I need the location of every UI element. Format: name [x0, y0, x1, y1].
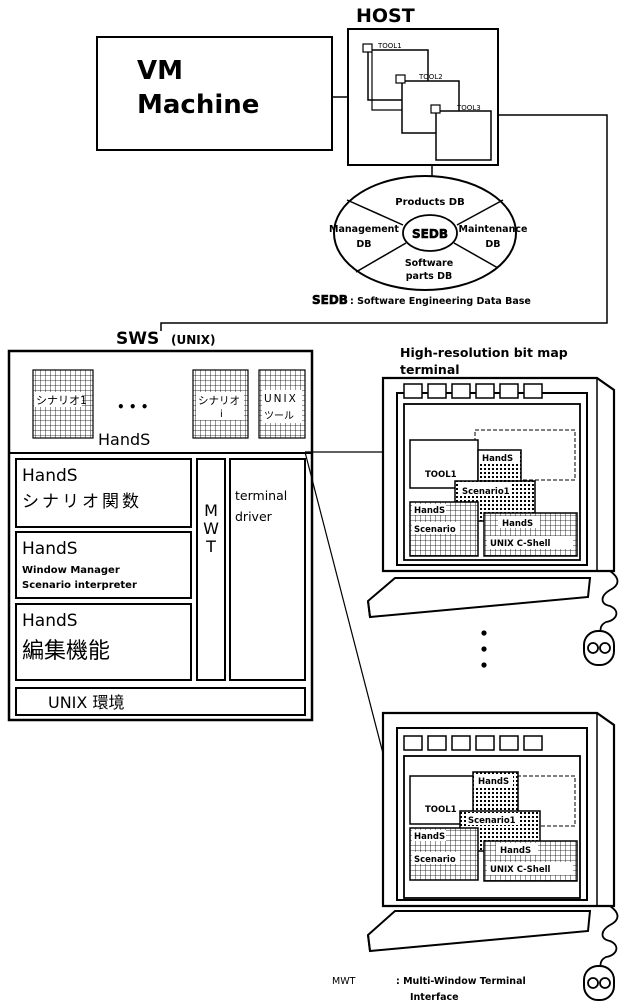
sedb-legend-text: : Software Engineering Data Base [350, 296, 531, 307]
vm-line1: VM [137, 56, 183, 86]
scenario-i-label: シナリオ [198, 395, 240, 407]
terminal-2: TOOL1 HandS Scenario1 HandS Scenario Han… [368, 713, 618, 1000]
unix-tool-l2: ツール [264, 411, 294, 422]
vm-line2: Machine [137, 90, 259, 120]
ellipsis-dot-2 [481, 646, 486, 651]
db-maintenance-l2: DB [485, 239, 500, 250]
module2-l1: HandS [22, 539, 78, 559]
db-maintenance-l1: Maintenance [459, 224, 528, 235]
t2-hands3-label: HandS [500, 846, 531, 856]
mwt-legend-l2: Interface [410, 992, 459, 1003]
module1-l1: HandS [22, 466, 78, 486]
tool2-icon [396, 75, 405, 83]
tool1-icon [363, 44, 372, 52]
t2-scenario1-label: Scenario1 [468, 816, 516, 826]
tool1-label: TOOL1 [377, 42, 402, 50]
module2-l3: Scenario interpreter [22, 580, 137, 591]
sedb-core-label: SEDB [412, 227, 448, 241]
tool3-label: TOOL3 [456, 104, 481, 112]
scenario-i-sub: i [220, 409, 223, 420]
terminal-driver-l1: terminal [235, 488, 287, 503]
unix-tool-l1: UNIX [264, 393, 298, 405]
keyboard-1 [368, 578, 590, 617]
unix-env-label: UNIX 環境 [48, 693, 124, 712]
tool3-window [436, 111, 491, 160]
module2-l2: Window Manager [22, 565, 120, 576]
tool2-label: TOOL2 [418, 73, 443, 81]
scenario1-label: シナリオ1 [36, 394, 87, 407]
t1-hands1-label: HandS [482, 454, 513, 464]
t1-scenario1-label: Scenario1 [462, 487, 510, 497]
terminal-title-l2: terminal [400, 362, 460, 377]
sedb-legend-abbr: SEDB [312, 293, 348, 307]
ellipsis-dot-1 [481, 630, 486, 635]
mwt-box [197, 459, 225, 680]
t2-tool1-label: TOOL1 [425, 805, 457, 815]
mwt-w: W [203, 519, 219, 538]
db-software-l1: Software [405, 258, 453, 269]
sws-subtitle: (UNIX) [171, 333, 215, 347]
t2-scenario-label: Scenario [414, 855, 456, 865]
module3-l1: HandS [22, 611, 78, 631]
terminal-driver-l2: driver [235, 509, 273, 524]
host-title: HOST [356, 5, 415, 27]
mouse-1-cable [601, 571, 618, 636]
t1-tool1-label: TOOL1 [425, 470, 457, 480]
terminal-title-l1: High-resolution bit map [400, 345, 568, 360]
tool3-icon [431, 105, 440, 113]
t1-hands2-label: HandS [414, 506, 445, 516]
scenario-ellipsis: • • • [117, 400, 148, 414]
mwt-legend-abbr: MWT [332, 976, 356, 987]
t1-cshell-label: UNIX C-Shell [490, 539, 551, 549]
mwt-legend-l1: : Multi-Window Terminal [396, 976, 526, 987]
module3-l2: 編集機能 [22, 639, 110, 664]
t1-hands3-label: HandS [502, 519, 533, 529]
sws-title: SWS [116, 329, 159, 349]
db-products: Products DB [395, 197, 464, 208]
module1-l2: シナリオ関数 [22, 492, 142, 512]
mwt-m: M [204, 501, 218, 520]
mouse-2-cable [601, 906, 618, 971]
db-software-l2: parts DB [406, 271, 453, 282]
hands-label-top: HandS [98, 430, 150, 449]
db-management-l1: Management [329, 224, 399, 235]
t1-scenario-label: Scenario [414, 525, 456, 535]
ellipsis-dot-3 [481, 662, 486, 667]
db-management-l2: DB [356, 239, 371, 250]
terminal-1: TOOL1 HandS Scenario1 HandS Scenario Han… [368, 378, 618, 665]
keyboard-2 [368, 911, 590, 951]
t2-cshell-label: UNIX C-Shell [490, 865, 551, 875]
mwt-t: T [205, 537, 216, 556]
t2-hands1-label: HandS [478, 777, 509, 787]
t2-hands2-label: HandS [414, 832, 445, 842]
